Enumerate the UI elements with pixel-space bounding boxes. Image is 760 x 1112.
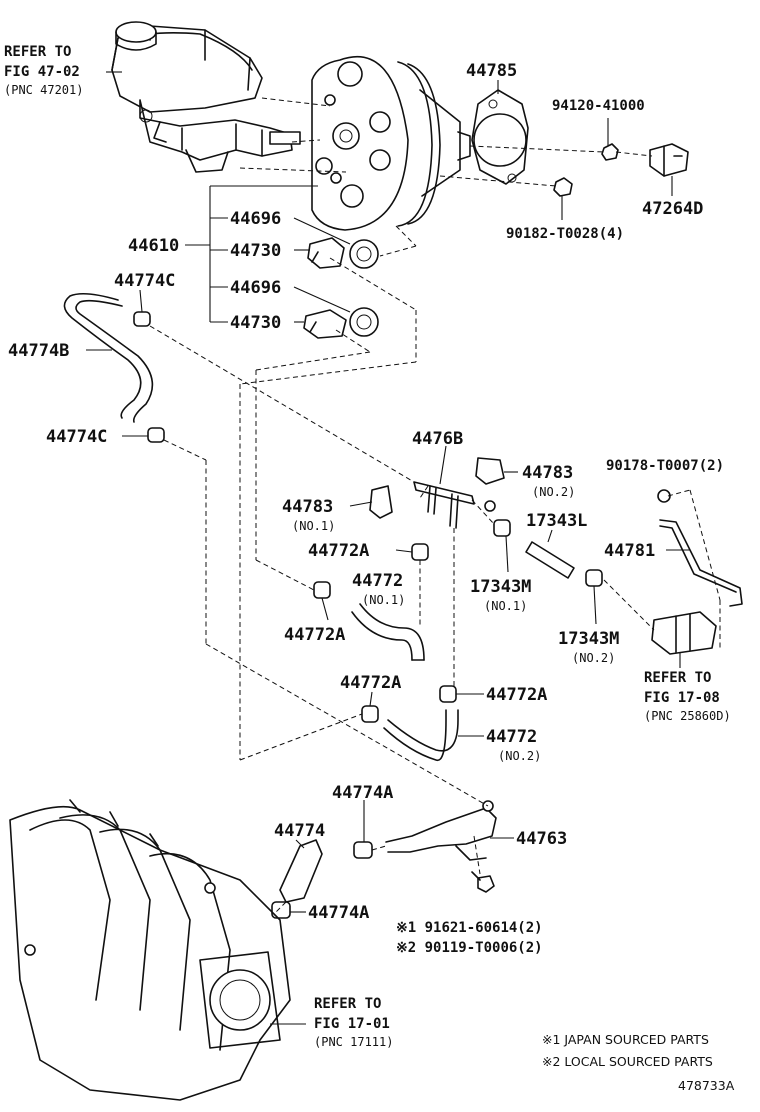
nut-94120 — [601, 143, 619, 161]
tee-joint-4476b — [413, 481, 496, 529]
ref-17-08-line3: (PNC 25860D) — [644, 709, 731, 723]
ref-17-08-line1: REFER TO — [644, 670, 711, 686]
intake-manifold — [9, 799, 291, 1101]
note-local-sourced: ※2 LOCAL SOURCED PARTS — [542, 1054, 713, 1069]
grommet-44696-upper — [349, 239, 379, 269]
label-17343m-no1-sub: (NO.1) — [484, 599, 527, 613]
label-44696-a: 44696 — [230, 209, 281, 229]
gasket-44785 — [471, 89, 529, 185]
label-17343m-no2-sub: (NO.2) — [572, 651, 615, 665]
clamp-44774c-top — [133, 311, 151, 327]
label-44772a-4: 44772A — [486, 685, 547, 705]
label-44772-no2: 44772 — [486, 727, 537, 747]
label-44774a-bottom: 44774A — [308, 903, 369, 923]
clamp-44772a-4 — [439, 685, 457, 703]
label-44610: 44610 — [128, 236, 179, 256]
label-44783-no2: 44783 — [522, 463, 573, 483]
bolt-91621 — [471, 871, 495, 893]
label-44763: 44763 — [516, 829, 567, 849]
clamp-17343m-no1 — [493, 519, 511, 537]
illustration-id: 478733A — [678, 1078, 735, 1093]
hose-44772-no2 — [383, 709, 459, 762]
ref-fig-17-01: REFER TO FIG 17-01 (PNC 17111) — [314, 996, 393, 1049]
label-94120-41000: 94120-41000 — [552, 98, 645, 114]
label-44772-no1-sub: (NO.1) — [362, 593, 405, 607]
clamp-44772a-2 — [313, 581, 331, 599]
ref-fig-47-02: REFER TO FIG 47-02 (PNC 47201) — [4, 44, 83, 97]
label-90178-t0007: 90178-T0007(2) — [606, 458, 724, 474]
label-90119-t0006: ※2 90119-T0006(2) — [396, 940, 543, 956]
clamp-44774a-top — [353, 841, 373, 859]
brake-booster — [311, 55, 471, 231]
label-44774c-bottom: 44774C — [46, 427, 107, 447]
clip-47264d — [649, 143, 689, 177]
label-91621-60614: ※1 91621-60614(2) — [396, 920, 543, 936]
label-44696-b: 44696 — [230, 278, 281, 298]
label-44783-no1: 44783 — [282, 497, 333, 517]
label-44783-no2-sub: (NO.2) — [532, 485, 575, 499]
check-valve-44730-lower — [303, 309, 347, 339]
label-44772a-2: 44772A — [284, 625, 345, 645]
label-44772a-1: 44772A — [308, 541, 369, 561]
label-44774: 44774 — [274, 821, 325, 841]
hose-44774b — [63, 292, 154, 423]
leader-lines — [86, 71, 690, 1025]
clamp-44772a-3 — [361, 705, 379, 723]
note-japan-sourced: ※1 JAPAN SOURCED PARTS — [542, 1032, 709, 1047]
pipe-44763 — [385, 800, 497, 861]
clamp-44774c-bottom — [147, 427, 165, 443]
clip-44783-no1 — [369, 485, 393, 519]
label-44772a-3: 44772A — [340, 673, 401, 693]
ref-17-08-line2: FIG 17-08 — [644, 690, 720, 706]
dashed-guides — [149, 97, 721, 913]
grommet-44696-lower — [349, 307, 379, 337]
label-44785: 44785 — [466, 61, 517, 81]
label-44781: 44781 — [604, 541, 655, 561]
check-valve-44730-upper — [307, 237, 345, 269]
ref-17-01-line2: FIG 17-01 — [314, 1016, 390, 1032]
clip-44783-no2 — [475, 457, 505, 485]
clamp-44772a-1 — [411, 543, 429, 561]
master-cylinder — [111, 21, 301, 173]
label-47264d: 47264D — [642, 199, 703, 219]
label-17343m-no1: 17343M — [470, 577, 531, 597]
ref-47-02-line3: (PNC 47201) — [4, 83, 83, 97]
pin-90182 — [553, 177, 573, 197]
ref-17-01-line1: REFER TO — [314, 996, 381, 1012]
hose-17343l — [525, 541, 575, 579]
clamp-17343m-no2 — [585, 569, 603, 587]
ref-47-02-line2: FIG 47-02 — [4, 64, 80, 80]
hose-44772-no1 — [351, 603, 425, 661]
vsv-valve — [651, 611, 717, 655]
label-44774b: 44774B — [8, 341, 69, 361]
label-44772-no2-sub: (NO.2) — [498, 749, 541, 763]
clamp-44774a-bottom — [271, 901, 291, 919]
label-44774a-top: 44774A — [332, 783, 393, 803]
label-44730-b: 44730 — [230, 313, 281, 333]
nut-90178 — [657, 489, 671, 503]
label-17343l: 17343L — [526, 511, 587, 531]
ref-17-01-line3: (PNC 17111) — [314, 1035, 393, 1049]
ref-47-02-line1: REFER TO — [4, 44, 71, 60]
label-44783-no1-sub: (NO.1) — [292, 519, 335, 533]
label-17343m-no2: 17343M — [558, 629, 619, 649]
bracket-44781 — [659, 519, 743, 607]
label-90182-t0028: 90182-T0028(4) — [506, 226, 624, 242]
hose-44774 — [279, 839, 323, 903]
label-44730-a: 44730 — [230, 241, 281, 261]
label-44774c-top: 44774C — [114, 271, 175, 291]
label-4476b: 4476B — [412, 429, 463, 449]
ref-fig-17-08: REFER TO FIG 17-08 (PNC 25860D) — [644, 670, 731, 723]
label-44772-no1: 44772 — [352, 571, 403, 591]
